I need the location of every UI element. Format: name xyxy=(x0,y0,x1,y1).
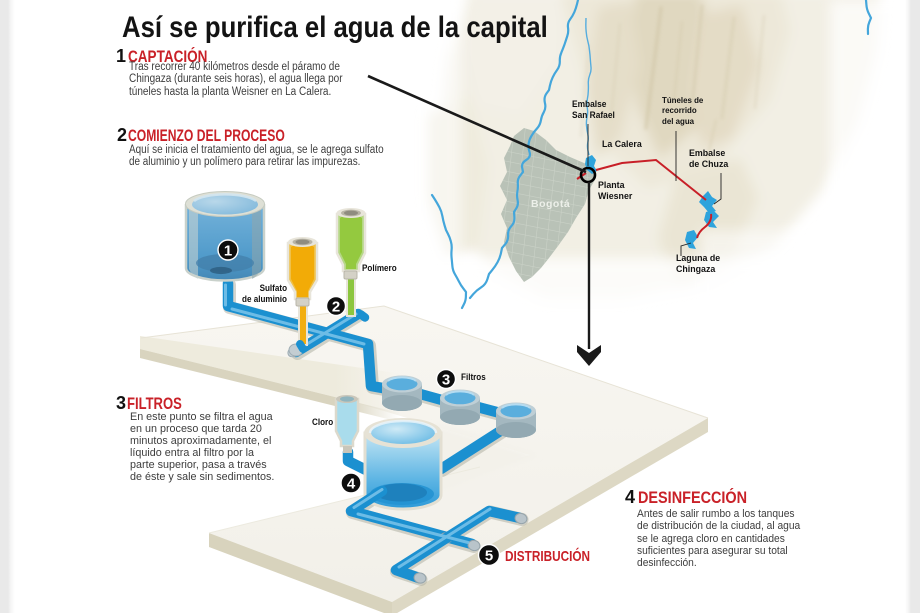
svg-text:1: 1 xyxy=(224,243,232,260)
svg-text:2: 2 xyxy=(332,299,340,316)
svg-text:5: 5 xyxy=(485,548,493,565)
svg-text:3: 3 xyxy=(442,372,450,389)
svg-text:4: 4 xyxy=(347,476,356,493)
